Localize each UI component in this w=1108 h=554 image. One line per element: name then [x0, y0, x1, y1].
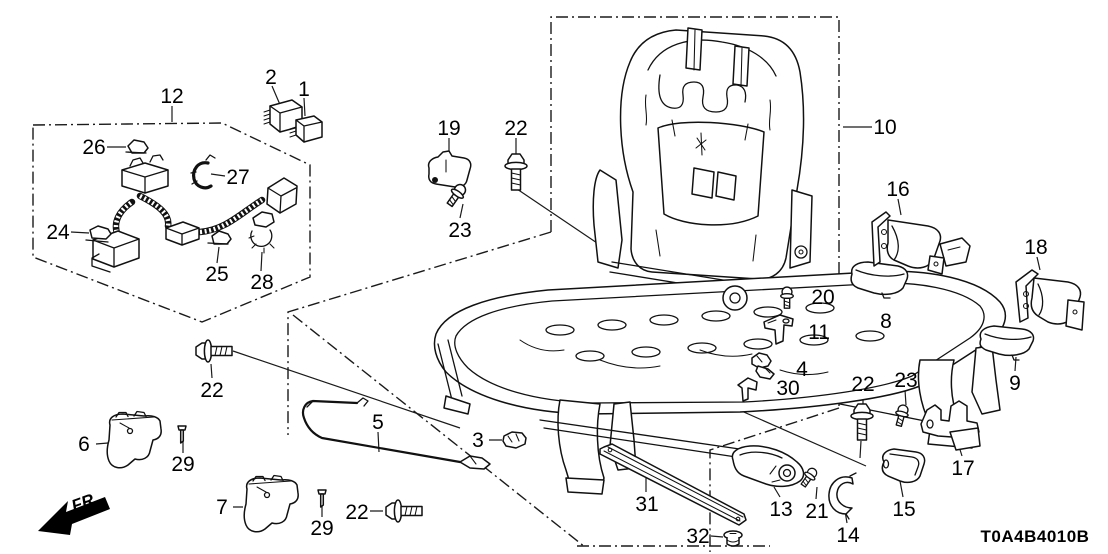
part-label-22-right: 22 — [851, 373, 874, 396]
bolt-22-right-drawing — [850, 403, 874, 441]
clip-4-drawing — [751, 352, 775, 380]
part-label-20: 20 — [811, 286, 834, 309]
part-label-18: 18 — [1024, 236, 1047, 259]
cover-18-drawing — [1015, 269, 1085, 331]
part-label-22-left: 22 — [200, 379, 223, 402]
part-label-23-right: 23 — [894, 369, 917, 392]
clip-24-drawing — [85, 225, 112, 243]
part-label-29-left: 29 — [171, 453, 194, 476]
part-label-3: 3 — [472, 429, 484, 452]
relay-2-drawing — [263, 99, 303, 133]
lower-left-boundary — [287, 231, 552, 435]
part-label-31: 31 — [635, 493, 658, 516]
push-nut-32-drawing — [723, 530, 743, 547]
part-label-25: 25 — [205, 263, 228, 286]
part-label-6: 6 — [78, 433, 90, 456]
part-label-28: 28 — [250, 271, 273, 294]
seat-cushion-frame-drawing — [433, 237, 1007, 495]
part-label-7: 7 — [216, 496, 228, 519]
part-label-22-top: 22 — [504, 117, 527, 140]
bolt-22-bottom-left-drawing — [385, 499, 423, 523]
cover-9-drawing — [979, 325, 1035, 361]
cap-30-drawing — [737, 377, 758, 402]
part-label-30: 30 — [776, 377, 799, 400]
bolt-22-left-drawing — [195, 339, 233, 363]
diagram-code: T0A4B4010B — [981, 527, 1090, 546]
part-label-8: 8 — [880, 310, 892, 333]
spring-slots — [545, 302, 885, 362]
part-label-9: 9 — [1009, 372, 1021, 395]
sensor-unit-19-drawing — [427, 150, 472, 188]
part-label-15: 15 — [892, 498, 915, 521]
part-label-11: 11 — [808, 321, 830, 344]
part-label-26: 26 — [82, 136, 105, 159]
part-label-23-top: 23 — [448, 219, 471, 242]
part-label-24: 24 — [46, 221, 70, 244]
diagonal-boundary — [292, 314, 586, 548]
cover-16-drawing — [871, 211, 945, 275]
bracket-17-drawing — [920, 400, 981, 451]
seat-back-frame-drawing — [592, 27, 813, 331]
part-label-13: 13 — [769, 498, 792, 521]
part-label-19: 19 — [437, 117, 460, 140]
part-number-labels: 2 1 12 26 27 24 25 28 19 22 23 10 16 18 … — [46, 66, 1047, 548]
bracket-11-drawing — [763, 314, 794, 345]
recline-handle-13-drawing — [731, 445, 805, 488]
part-label-21: 21 — [805, 500, 828, 523]
clip-27-drawing — [190, 154, 216, 190]
part-label-22-bottom-left: 22 — [345, 501, 368, 524]
bolt-22-top-drawing — [504, 153, 528, 191]
band-clamp-28-drawing — [248, 211, 275, 254]
harness-detail-box — [32, 122, 311, 323]
slide-strip-31-drawing — [599, 443, 747, 526]
cover-6-drawing — [106, 410, 162, 469]
screw-29-left-drawing — [177, 425, 187, 444]
rod-5-drawing — [301, 397, 491, 470]
cover-7-drawing — [243, 474, 299, 533]
relay-1-drawing — [289, 115, 323, 143]
part-label-29-bottom: 29 — [310, 517, 333, 540]
screw-29-bottom-drawing — [317, 489, 327, 508]
clip-3-drawing — [502, 431, 527, 449]
detail-region-boundaries — [32, 16, 840, 552]
part-label-1: 1 — [298, 78, 310, 101]
seatback-detail-box — [550, 16, 840, 408]
front-direction-indicator: FR. — [38, 489, 110, 535]
part-label-16: 16 — [886, 178, 909, 201]
part-label-10: 10 — [873, 116, 896, 139]
clip-25-drawing — [207, 230, 232, 245]
part-label-12: 12 — [160, 85, 183, 108]
part-label-27: 27 — [226, 166, 249, 189]
part-label-5: 5 — [372, 411, 384, 434]
lower-right-boundary — [709, 407, 840, 552]
cover-15-drawing — [881, 448, 926, 484]
fr-arrow-icon — [38, 497, 110, 535]
wire-harness-drawing — [91, 154, 298, 273]
part-label-4: 4 — [796, 358, 808, 381]
cover-8-drawing — [850, 261, 909, 299]
part-label-17: 17 — [951, 457, 974, 480]
part-label-2: 2 — [265, 66, 277, 89]
ring-cover-14-drawing — [828, 472, 857, 520]
part-label-14: 14 — [836, 524, 860, 547]
part-label-32: 32 — [686, 525, 709, 548]
clip-26-drawing — [125, 139, 149, 154]
